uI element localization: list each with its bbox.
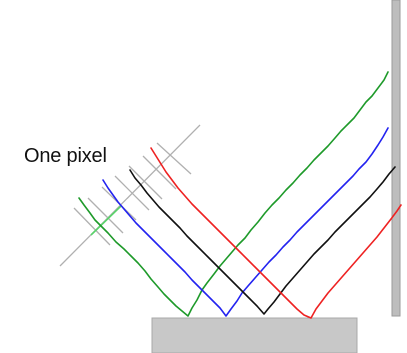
pixel-tick bbox=[73, 207, 111, 246]
detector-wall bbox=[391, 0, 401, 317]
reflecting-surface bbox=[151, 317, 358, 353]
pixel-axis-line bbox=[59, 124, 201, 267]
pixel-label: One pixel bbox=[24, 145, 107, 167]
pixel-highlight-segment bbox=[90, 205, 122, 236]
pixel-tick bbox=[142, 155, 177, 190]
red-ray bbox=[150, 147, 402, 319]
pixel-tick bbox=[128, 165, 163, 200]
pixel-tick bbox=[87, 197, 124, 234]
pixel-grid bbox=[59, 124, 201, 267]
green-ray bbox=[78, 71, 389, 317]
pixel-tick bbox=[156, 142, 192, 175]
blue-ray bbox=[102, 127, 389, 317]
black-ray bbox=[129, 166, 396, 315]
pixel-tick bbox=[114, 175, 150, 211]
